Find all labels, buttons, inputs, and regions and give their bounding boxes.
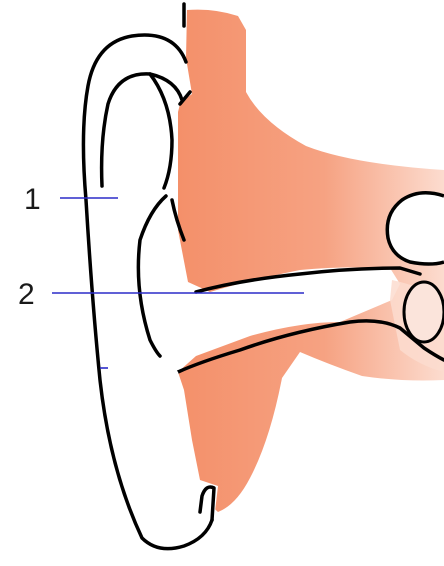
callout-label-1: 1: [24, 183, 41, 216]
callout-label-2: 2: [18, 278, 35, 311]
ossicle-shape: [387, 193, 444, 264]
eardrum-shape: [404, 282, 444, 342]
